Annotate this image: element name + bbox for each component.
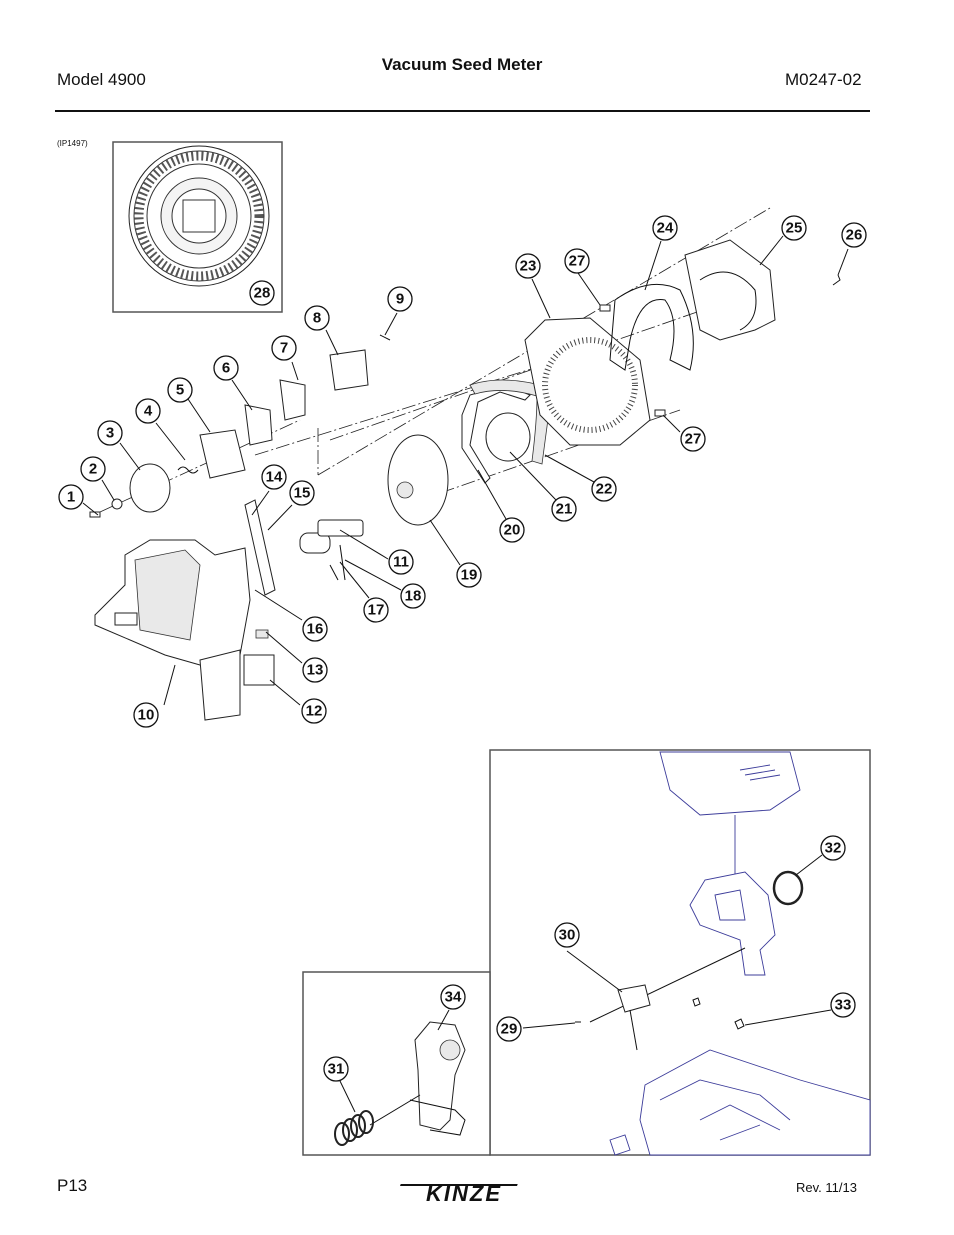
callout-2-label: 2 bbox=[89, 461, 97, 478]
gasket-24 bbox=[609, 283, 694, 371]
callout-33: 33 bbox=[830, 992, 856, 1018]
hub-21 bbox=[485, 412, 531, 462]
callout-12-label: 12 bbox=[306, 703, 323, 720]
callout-29-label: 29 bbox=[501, 1021, 518, 1038]
callout-27-upper-label: 27 bbox=[569, 253, 586, 270]
callout-23-label: 23 bbox=[520, 258, 537, 275]
document-number: M0247-02 bbox=[785, 70, 862, 89]
callout-26: 26 bbox=[841, 222, 867, 248]
callout-11: 11 bbox=[388, 549, 414, 575]
callout-32-label: 32 bbox=[825, 840, 842, 857]
callout-14-label: 14 bbox=[266, 469, 283, 486]
callout-12: 12 bbox=[301, 698, 327, 724]
callout-8: 8 bbox=[304, 305, 330, 331]
leader-lines-upper bbox=[82, 235, 849, 706]
revision-date: Rev. 11/13 bbox=[796, 1180, 857, 1195]
callout-28: 28 bbox=[249, 280, 275, 306]
callout-34: 34 bbox=[440, 984, 466, 1010]
shield-25 bbox=[684, 239, 776, 341]
callout-9-label: 9 bbox=[396, 291, 404, 308]
callout-6: 6 bbox=[213, 355, 239, 381]
callout-5: 5 bbox=[167, 377, 193, 403]
callout-4: 4 bbox=[135, 398, 161, 424]
small-parts-middle bbox=[243, 499, 364, 686]
callout-3: 3 bbox=[97, 420, 123, 446]
page-title: Vacuum Seed Meter bbox=[381, 55, 543, 74]
callout-13-label: 13 bbox=[307, 662, 324, 679]
small-parts-left bbox=[89, 334, 391, 518]
callout-27-upper: 27 bbox=[564, 248, 590, 274]
callout-3-label: 3 bbox=[106, 425, 114, 442]
logo-text: KINZE bbox=[426, 1181, 502, 1205]
callout-24-label: 24 bbox=[657, 220, 674, 237]
callout-16-label: 16 bbox=[307, 621, 324, 638]
page-number: P13 bbox=[57, 1176, 88, 1195]
meter-housing bbox=[94, 539, 251, 721]
callout-22-label: 22 bbox=[596, 481, 613, 498]
callout-23: 23 bbox=[515, 253, 541, 279]
assembly-axis-lower bbox=[254, 359, 561, 456]
callout-27-lower: 27 bbox=[680, 426, 706, 452]
callout-25-label: 25 bbox=[786, 220, 803, 237]
callout-25: 25 bbox=[781, 215, 807, 241]
callout-7: 7 bbox=[271, 335, 297, 361]
callout-30: 30 bbox=[554, 922, 580, 948]
callout-17-label: 17 bbox=[368, 602, 385, 619]
callout-18-label: 18 bbox=[405, 588, 422, 605]
callout-18: 18 bbox=[400, 583, 426, 609]
figure-reference: (IP1497) bbox=[57, 139, 88, 148]
callout-10: 10 bbox=[133, 702, 159, 728]
callout-34-label: 34 bbox=[445, 989, 462, 1006]
installation-view bbox=[489, 749, 871, 1156]
callout-8-label: 8 bbox=[313, 310, 321, 327]
callout-19: 19 bbox=[456, 562, 482, 588]
vacuum-cover-23 bbox=[524, 317, 651, 446]
callout-29: 29 bbox=[496, 1016, 522, 1042]
callout-17: 17 bbox=[363, 597, 389, 623]
callout-24: 24 bbox=[652, 215, 678, 241]
callout-15-label: 15 bbox=[294, 485, 311, 502]
callout-19-label: 19 bbox=[461, 567, 478, 584]
callout-15: 15 bbox=[289, 480, 315, 506]
model-label: Model 4900 bbox=[57, 70, 146, 89]
header-rule bbox=[55, 110, 870, 112]
callout-21: 21 bbox=[551, 496, 577, 522]
screw-26 bbox=[832, 274, 841, 286]
callout-20-label: 20 bbox=[504, 522, 521, 539]
callout-30-label: 30 bbox=[559, 927, 576, 944]
callout-4-label: 4 bbox=[144, 403, 153, 420]
callout-6-label: 6 bbox=[222, 360, 230, 377]
callout-32: 32 bbox=[820, 835, 846, 861]
callout-9: 9 bbox=[387, 286, 413, 312]
callout-26-label: 26 bbox=[846, 227, 863, 244]
callout-31: 31 bbox=[323, 1056, 349, 1082]
callout-14: 14 bbox=[261, 464, 287, 490]
callout-33-label: 33 bbox=[835, 997, 852, 1014]
screw-27-upper bbox=[599, 304, 611, 312]
screw-27-lower bbox=[654, 409, 666, 417]
callout-1-label: 1 bbox=[67, 489, 75, 506]
callout-22: 22 bbox=[591, 476, 617, 502]
callout-5-label: 5 bbox=[176, 382, 184, 399]
kinze-logo: KINZE bbox=[400, 1181, 518, 1205]
callout-16: 16 bbox=[302, 616, 328, 642]
callout-31-label: 31 bbox=[328, 1061, 345, 1078]
callout-7-label: 7 bbox=[280, 340, 288, 357]
seed-disc-19 bbox=[387, 434, 449, 526]
callout-1: 1 bbox=[58, 484, 84, 510]
callout-11-label: 11 bbox=[393, 554, 409, 571]
callout-2: 2 bbox=[80, 456, 106, 482]
callout-28-label: 28 bbox=[254, 285, 271, 302]
callout-10-label: 10 bbox=[138, 707, 155, 724]
callout-27-lower-label: 27 bbox=[685, 431, 702, 448]
callout-20: 20 bbox=[499, 517, 525, 543]
callout-13: 13 bbox=[302, 657, 328, 683]
callout-21-label: 21 bbox=[556, 501, 573, 518]
